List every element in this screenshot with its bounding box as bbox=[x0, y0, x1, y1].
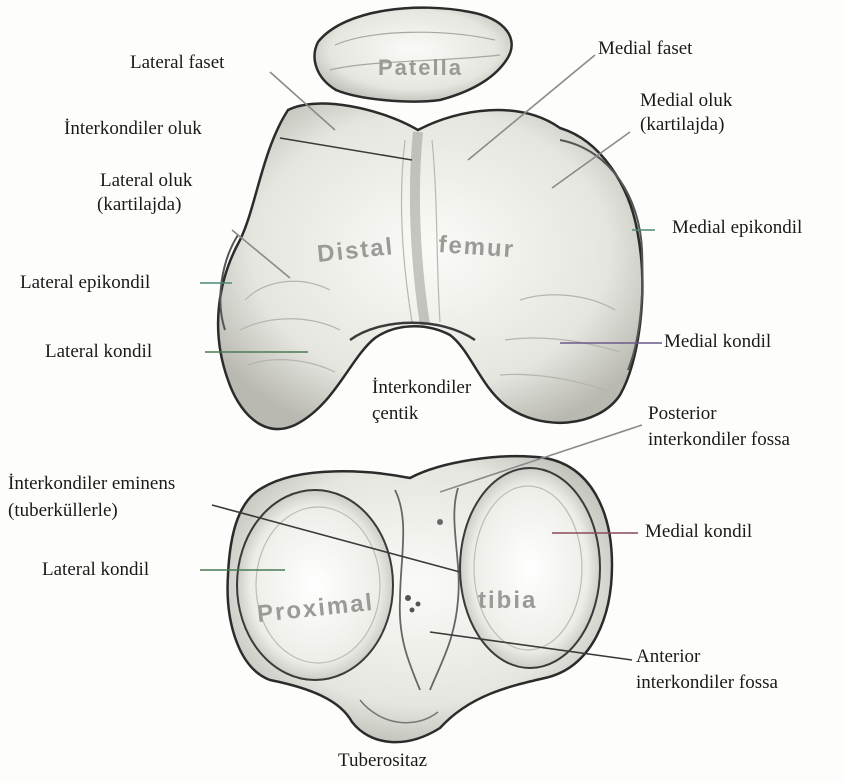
label-lateral-oluk-line1: Lateral oluk bbox=[100, 170, 192, 192]
label-lateral-kondil-tibia: Lateral kondil bbox=[42, 559, 149, 581]
tibia-bone-label: tibia bbox=[478, 587, 537, 614]
label-interkondiler-centik-line1: İnterkondiler bbox=[372, 377, 471, 399]
label-eminens-line2: (tuberküllerle) bbox=[8, 500, 118, 522]
label-anterior-fossa-line1: Anterior bbox=[636, 646, 700, 668]
label-lateral-kondil-femur: Lateral kondil bbox=[45, 341, 152, 363]
label-tuberositaz: Tuberositaz bbox=[338, 750, 427, 772]
label-interkondiler-oluk: İnterkondiler oluk bbox=[64, 118, 202, 140]
label-lateral-faset: Lateral faset bbox=[130, 52, 224, 74]
patella-bone-label: Patella bbox=[378, 55, 463, 80]
label-lateral-oluk-line2: (kartilajda) bbox=[97, 194, 181, 216]
label-medial-faset: Medial faset bbox=[598, 38, 692, 60]
medial-plateau bbox=[460, 468, 600, 668]
label-eminens-line1: İnterkondiler eminens bbox=[8, 473, 175, 495]
label-interkondiler-centik-line2: çentik bbox=[372, 403, 418, 425]
label-lateral-epikondil: Lateral epikondil bbox=[20, 272, 150, 294]
femur-bone-label: femur bbox=[438, 231, 516, 263]
label-medial-oluk-line2: (kartilajda) bbox=[640, 114, 724, 136]
label-posterior-fossa-line2: interkondiler fossa bbox=[648, 429, 790, 451]
label-medial-kondil-tibia: Medial kondil bbox=[645, 521, 752, 543]
label-medial-oluk-line1: Medial oluk bbox=[640, 90, 732, 112]
label-anterior-fossa-line2: interkondiler fossa bbox=[636, 672, 778, 694]
label-medial-kondil-femur: Medial kondil bbox=[664, 331, 771, 353]
label-medial-epikondil: Medial epikondil bbox=[672, 217, 802, 239]
label-posterior-fossa-line1: Posterior bbox=[648, 403, 717, 425]
